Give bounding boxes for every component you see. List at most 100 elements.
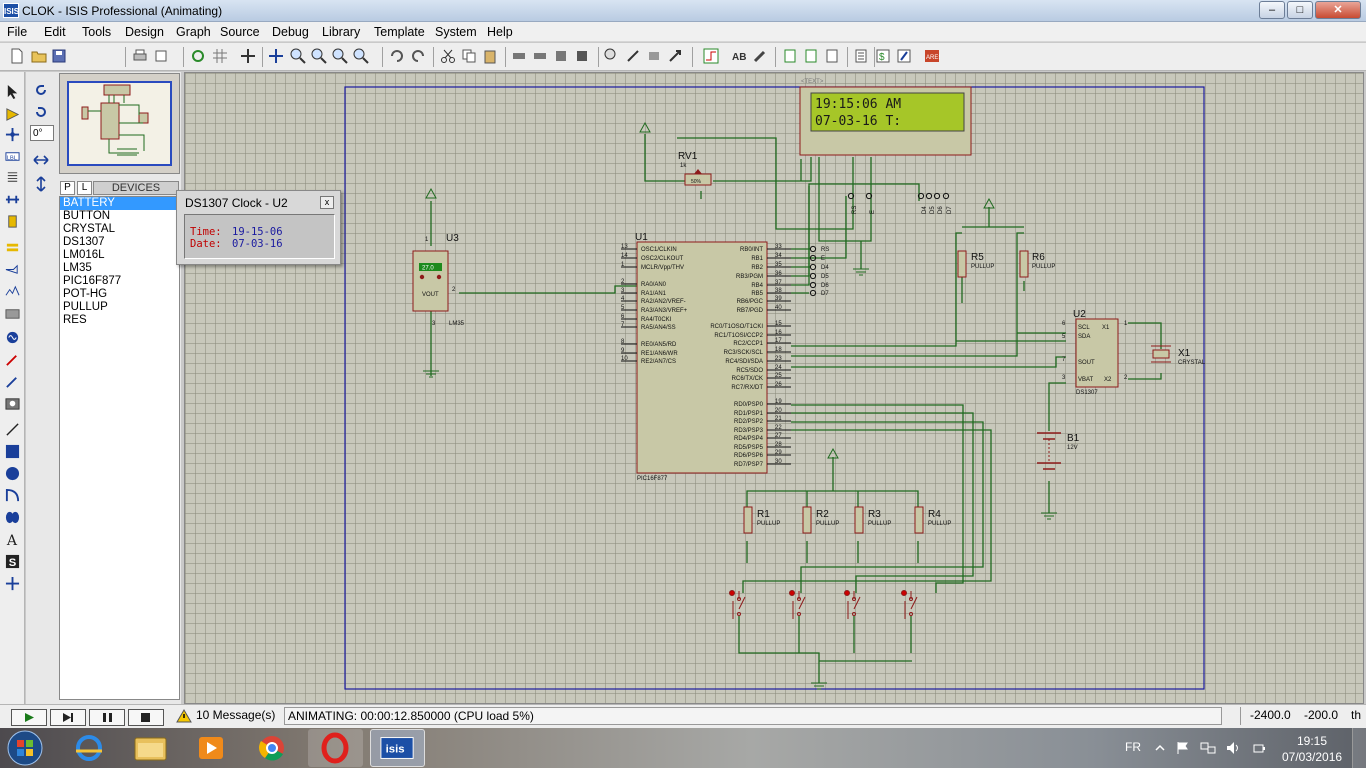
overview-window[interactable] <box>59 73 180 174</box>
pick-device-icon[interactable] <box>604 48 620 64</box>
power-icon[interactable] <box>1252 741 1266 755</box>
language-indicator[interactable]: FR <box>1125 740 1141 754</box>
device-pins-icon[interactable] <box>5 262 20 277</box>
subcircuit-icon[interactable] <box>5 214 20 229</box>
maximize-button[interactable]: □ <box>1287 1 1313 19</box>
voltage-probe-icon[interactable] <box>5 352 20 367</box>
terminals-icon[interactable] <box>5 240 20 255</box>
close-button[interactable]: ✕ <box>1315 1 1361 19</box>
rotation-input[interactable] <box>30 125 54 141</box>
new-file-icon[interactable] <box>9 48 25 64</box>
paste-icon[interactable] <box>482 48 498 64</box>
menu-source[interactable]: Source <box>220 25 260 39</box>
rotate-clockwise-icon[interactable] <box>33 82 49 98</box>
menu-help[interactable]: Help <box>487 25 513 39</box>
device-item-crystal[interactable]: CRYSTAL <box>63 223 115 235</box>
path-tool-icon[interactable] <box>5 510 20 525</box>
opera-icon[interactable] <box>308 729 363 767</box>
device-item-lm016l[interactable]: LM016L <box>63 249 105 261</box>
tab-library[interactable]: L <box>77 181 92 195</box>
start-orb-icon[interactable] <box>5 729 45 767</box>
devices-list[interactable]: BATTERY BUTTON CRYSTAL DS1307 LM016L LM3… <box>59 196 180 700</box>
step-button[interactable] <box>50 709 86 726</box>
play-button[interactable] <box>11 709 47 726</box>
isis-task-icon[interactable]: isis <box>370 729 425 767</box>
remove-sheet-icon[interactable] <box>803 48 819 64</box>
zoom-all-icon[interactable] <box>332 48 348 64</box>
block-rotate-icon[interactable] <box>553 48 569 64</box>
volume-icon[interactable] <box>1226 741 1242 755</box>
package-tool-icon[interactable] <box>646 48 662 64</box>
symbol-tool-icon[interactable]: S <box>5 554 20 569</box>
refresh-icon[interactable] <box>190 48 206 64</box>
chrome-icon[interactable] <box>245 729 300 767</box>
save-icon[interactable] <box>51 48 67 64</box>
graph-mode-icon[interactable] <box>5 284 20 299</box>
electrical-check-icon[interactable]: $ <box>875 48 891 64</box>
menu-graph[interactable]: Graph <box>176 25 211 39</box>
print-icon[interactable] <box>132 48 148 64</box>
copy-icon[interactable] <box>461 48 477 64</box>
junction-dot-icon[interactable] <box>5 127 20 142</box>
device-item-lm35[interactable]: LM35 <box>63 262 92 274</box>
block-copy-icon[interactable] <box>511 48 527 64</box>
messages-indicator[interactable]: 10 Message(s) <box>174 706 280 725</box>
print-area-icon[interactable] <box>153 48 169 64</box>
mirror-horizontal-icon[interactable] <box>33 153 49 167</box>
device-item-pot-hg[interactable]: POT-HG <box>63 288 108 300</box>
device-item-button[interactable]: BUTTON <box>63 210 111 222</box>
wire-autorouter-icon[interactable] <box>703 48 719 64</box>
media-player-icon[interactable] <box>184 729 239 767</box>
property-tool-icon[interactable] <box>752 48 768 64</box>
text-script-icon[interactable] <box>5 170 20 185</box>
wire-label-icon[interactable]: LBL <box>5 149 20 164</box>
cut-icon[interactable] <box>440 48 456 64</box>
menu-debug[interactable]: Debug <box>272 25 309 39</box>
menu-library[interactable]: Library <box>322 25 361 39</box>
device-item-pullup[interactable]: PULLUP <box>63 301 108 313</box>
internet-explorer-icon[interactable] <box>62 729 117 767</box>
popup-close-button[interactable]: x <box>320 196 334 209</box>
generator-icon[interactable] <box>5 330 20 345</box>
make-device-icon[interactable] <box>625 48 641 64</box>
schematic-canvas[interactable]: 19:15:06 AM 07-03-16 T: <TEXT> RV1 1k 50… <box>184 72 1364 704</box>
decompose-icon[interactable] <box>667 48 683 64</box>
zoom-in-icon[interactable] <box>290 48 306 64</box>
ds1307-clock-popup[interactable]: DS1307 Clock - U2 x Time: 19-15-06 Date:… <box>176 190 341 265</box>
stop-button[interactable] <box>128 709 164 726</box>
open-folder-icon[interactable] <box>31 48 47 64</box>
show-desktop-button[interactable] <box>1352 728 1366 768</box>
rotate-anticlockwise-icon[interactable] <box>33 104 49 120</box>
box-tool-icon[interactable] <box>5 444 20 459</box>
menu-system[interactable]: System <box>435 25 477 39</box>
menu-template[interactable]: Template <box>374 25 425 39</box>
selection-mode-icon[interactable] <box>5 84 20 99</box>
action-center-icon[interactable] <box>1176 741 1190 755</box>
component-mode-icon[interactable] <box>5 107 20 122</box>
device-item-ds1307[interactable]: DS1307 <box>63 236 105 248</box>
tape-recorder-icon[interactable] <box>5 306 20 321</box>
exit-to-parent-icon[interactable] <box>824 48 840 64</box>
circle-tool-icon[interactable] <box>5 466 20 481</box>
menu-tools[interactable]: Tools <box>82 25 112 39</box>
network-icon[interactable] <box>1200 741 1216 755</box>
pause-button[interactable] <box>89 709 125 726</box>
file-explorer-icon[interactable] <box>123 729 178 767</box>
grid-toggle-icon[interactable] <box>212 48 228 64</box>
tray-expand-icon[interactable] <box>1155 741 1165 755</box>
zoom-out-icon[interactable] <box>311 48 327 64</box>
mirror-vertical-icon[interactable] <box>33 176 49 192</box>
arc-tool-icon[interactable] <box>5 488 20 503</box>
new-sheet-icon[interactable] <box>782 48 798 64</box>
block-move-icon[interactable] <box>532 48 548 64</box>
menu-file[interactable]: File <box>7 25 28 39</box>
menu-design[interactable]: Design <box>125 25 164 39</box>
origin-icon[interactable] <box>240 48 256 64</box>
current-probe-icon[interactable] <box>5 374 20 389</box>
menu-edit[interactable]: Edit <box>44 25 66 39</box>
line-tool-icon[interactable] <box>5 422 20 437</box>
bus-icon[interactable] <box>5 192 20 207</box>
netlist-icon[interactable] <box>896 48 912 64</box>
virtual-instruments-icon[interactable] <box>5 396 20 411</box>
device-item-battery[interactable]: BATTERY <box>60 197 179 210</box>
